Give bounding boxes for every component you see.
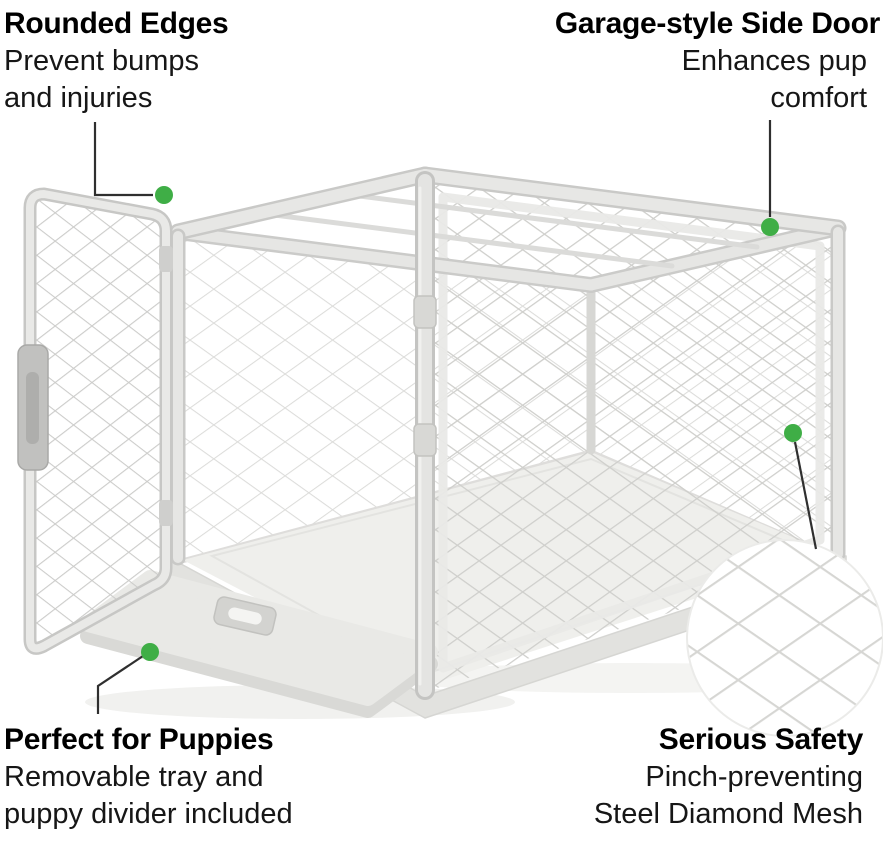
- callout-line: comfort: [770, 82, 867, 114]
- callout-title: Serious Safety: [658, 723, 864, 756]
- callout-line: puppy divider included: [4, 798, 293, 830]
- door-latches: [413, 295, 437, 457]
- leader-line-rounded-edges: [93, 122, 153, 197]
- leader-line-puppies: [96, 655, 144, 714]
- tray-handle: [213, 596, 277, 636]
- door-hinge-top: [159, 246, 173, 272]
- callout-line: Steel Diamond Mesh: [593, 798, 863, 830]
- door-handle-slot: [26, 372, 39, 444]
- side-door-inner-frame: [438, 192, 825, 673]
- callout-rounded-edges: Rounded Edges Prevent bumps and injuries: [4, 5, 229, 117]
- callout-side-door: Garage-style Side Door Enhances pup comf…: [555, 5, 880, 117]
- callout-safety: Serious Safety Pinch-preventing Steel Di…: [594, 721, 863, 833]
- marker-dot-side-door: [761, 218, 779, 236]
- door-hinge-bottom: [159, 500, 173, 526]
- callout-line: and injuries: [4, 82, 153, 114]
- removable-tray: [80, 570, 438, 718]
- callout-line: Removable tray and: [4, 761, 264, 793]
- callout-markers: [93, 120, 818, 714]
- callout-line: Pinch-preventing: [645, 761, 863, 793]
- callout-puppies: Perfect for Puppies Removable tray and p…: [4, 721, 293, 833]
- crate-side-posts: [170, 224, 846, 566]
- marker-dot-puppies: [141, 643, 159, 661]
- leader-line-safety: [793, 441, 818, 550]
- marker-dot-safety: [784, 424, 802, 442]
- callout-title: Perfect for Puppies: [4, 723, 274, 756]
- crate-open-door: [17, 187, 173, 655]
- callout-line: Enhances pup: [681, 45, 867, 77]
- mesh-zoom-inset: [686, 539, 883, 737]
- callout-title: Rounded Edges: [4, 7, 229, 40]
- callout-line: Prevent bumps: [4, 45, 200, 77]
- marker-dot-rounded-edges: [155, 186, 173, 204]
- crate-roof-frame: [169, 166, 847, 293]
- callout-title: Garage-style Side Door: [554, 7, 880, 40]
